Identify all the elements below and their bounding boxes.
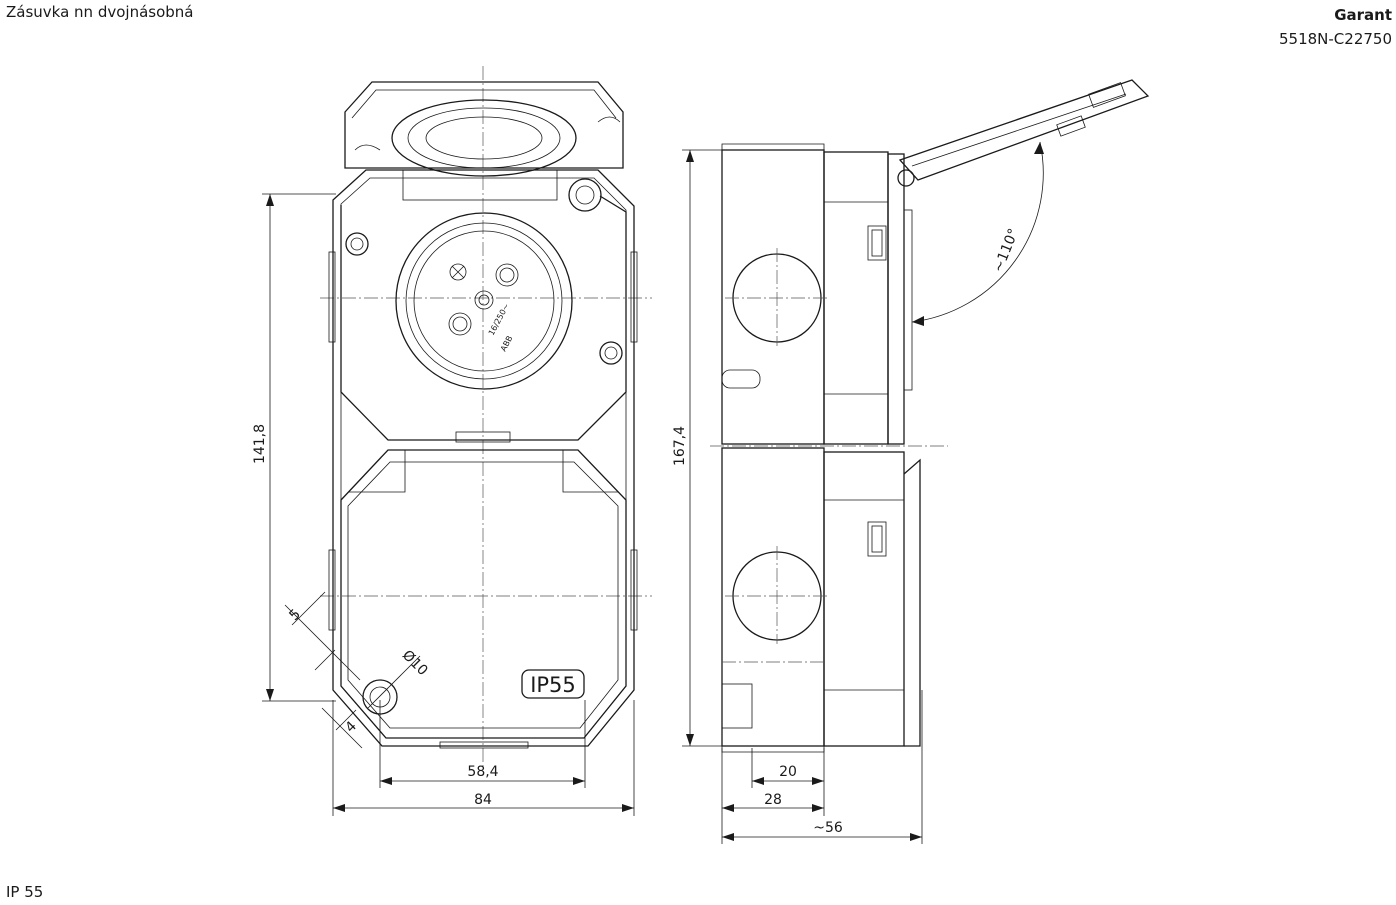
dim-hole-spacing-58-4: 58,4 (467, 764, 498, 780)
front-body-outline (332, 169, 635, 747)
ip-badge-frame (521, 669, 585, 699)
socket-rating: 16/250~ (487, 302, 511, 337)
ip-badge: IP55 (530, 673, 576, 697)
protection-class: IP 55 (6, 883, 44, 901)
front-view: 16/250~ ABB IP55 141,8 (252, 66, 652, 816)
dim-depth-56: ~56 (813, 820, 843, 836)
socket-face: 16/250~ ABB (395, 212, 573, 390)
article-code: 5518N-C22750 (1279, 30, 1392, 48)
lower-compartment (340, 449, 627, 739)
socket-logo: ABB (499, 334, 515, 353)
dim-hole-diameter: Ø10 (399, 647, 431, 679)
screws (345, 178, 623, 715)
side-open-lid (897, 79, 1150, 187)
brand-name: Garant (1334, 6, 1392, 24)
dim-height-167-4: 167,4 (672, 426, 688, 466)
upper-lid (344, 81, 624, 177)
side-dimensions: 167,4 20 28 ~56 (672, 149, 923, 844)
product-name: Zásuvka nn dvojnásobná (6, 3, 194, 21)
dim-edge-4: 4 (342, 718, 360, 736)
side-upper-unit (721, 143, 913, 445)
front-dimensions: 141,8 84 58,4 5 4 Ø10 (252, 193, 635, 816)
angle-arc (911, 141, 1044, 323)
dim-angle-110: ~110° (990, 226, 1022, 274)
header-right: Garant 5518N-C22750 (1279, 3, 1392, 51)
dim-28: 28 (764, 792, 782, 808)
dim-height-141-8: 141,8 (252, 424, 268, 464)
dim-20: 20 (779, 764, 797, 780)
upper-compartment (340, 195, 627, 441)
side-view: ~110° 167,4 (672, 79, 1150, 844)
dim-width-84: 84 (474, 792, 492, 808)
side-lower-unit (721, 447, 921, 753)
